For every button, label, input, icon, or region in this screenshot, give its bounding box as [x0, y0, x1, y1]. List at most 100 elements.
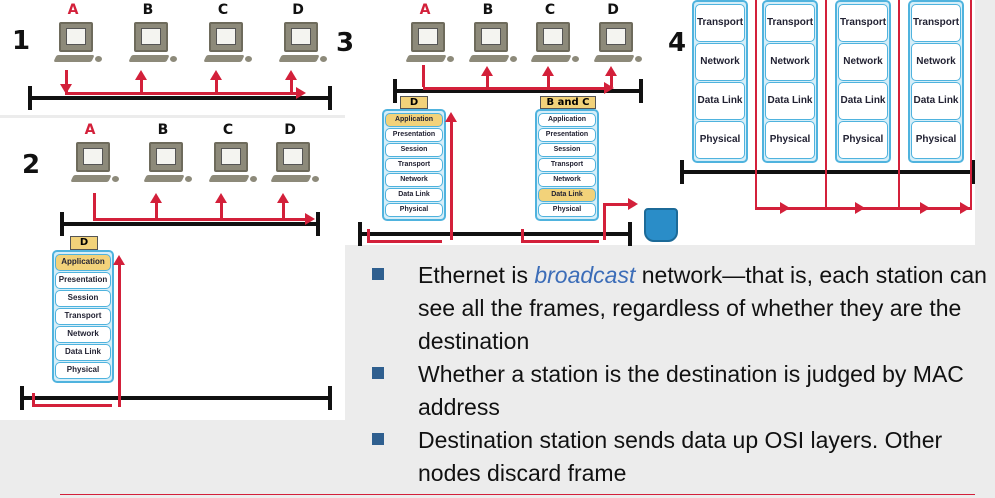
station-label: A	[419, 2, 431, 18]
frame-path	[215, 76, 218, 93]
bullet-text-part: network—that is, each station can see al…	[418, 262, 987, 354]
osi-layer: Physical	[911, 121, 961, 159]
frame-path	[367, 240, 442, 243]
computer-icon	[208, 142, 258, 188]
bullet-icon	[372, 367, 384, 379]
bus-terminator	[393, 79, 397, 103]
station-label: D	[284, 122, 296, 138]
bus-terminator	[328, 86, 332, 110]
frame-path	[521, 240, 599, 243]
frame-path	[486, 72, 489, 87]
osi-layer: Network	[695, 43, 745, 81]
frame-path	[93, 193, 96, 218]
station-label: A	[84, 122, 96, 138]
destination-tag: D	[400, 96, 428, 109]
frame-path	[32, 404, 112, 407]
panel-number: 2	[22, 150, 41, 180]
bus-terminator	[316, 212, 320, 236]
osi-layer: Network	[538, 173, 596, 187]
bus-terminator	[639, 79, 643, 103]
frame-path	[547, 72, 550, 87]
arrow-up-icon	[135, 70, 147, 80]
bullet-text: Destination station sends data up OSI la…	[418, 427, 943, 486]
bus-line	[393, 89, 643, 93]
station-label: C	[222, 122, 234, 138]
bullet-list: Ethernet is broadcast network—that is, e…	[372, 259, 990, 490]
bus-line	[680, 170, 975, 174]
bus-terminator	[60, 212, 64, 236]
bus-terminator	[628, 222, 632, 246]
frame-path	[65, 70, 68, 92]
osi-layer: Network	[55, 326, 111, 343]
computer-icon	[203, 22, 253, 68]
osi-layer: Data Link	[911, 82, 961, 120]
panel-number: 4	[668, 28, 687, 58]
computer-icon	[143, 142, 193, 188]
bus-line	[60, 222, 320, 226]
station-label: D	[607, 2, 619, 18]
osi-layer: Transport	[538, 158, 596, 172]
frame-path	[290, 76, 293, 93]
footer-divider	[60, 494, 975, 495]
osi-layer: Physical	[538, 203, 596, 217]
arrow-right-icon	[780, 202, 790, 214]
bus-line	[20, 396, 332, 400]
osi-layer: Physical	[695, 121, 745, 159]
arrow-up-icon	[481, 66, 493, 76]
arrow-up-icon	[445, 112, 457, 122]
bus-terminator	[680, 160, 684, 184]
osi-layer: Data Link	[695, 82, 745, 120]
bullet-item: Ethernet is broadcast network—that is, e…	[372, 259, 990, 358]
frame-path	[422, 65, 425, 87]
station-label: B	[142, 2, 154, 18]
arrow-up-icon	[150, 193, 162, 203]
bullet-icon	[372, 268, 384, 280]
arrow-up-icon	[605, 66, 617, 76]
frame-path	[282, 200, 285, 218]
frame-path	[118, 262, 121, 407]
bullet-text: Ethernet is broadcast network—that is, e…	[418, 259, 990, 358]
osi-layer: Data Link	[765, 82, 815, 120]
osi-layer: Physical	[838, 121, 888, 159]
panel-number: 3	[336, 28, 355, 58]
station-label: C	[217, 2, 229, 18]
osi-layer: Transport	[695, 4, 745, 42]
trash-bin-icon	[644, 208, 678, 242]
frame-path	[610, 72, 613, 87]
frame-path	[140, 76, 143, 93]
frame-path	[220, 200, 223, 218]
osi-layer: Presentation	[55, 272, 111, 289]
receiver-tag: B and C	[540, 96, 596, 109]
osi-layer: Transport	[838, 4, 888, 42]
bus-terminator	[20, 386, 24, 410]
bullet-item: Whether a station is the destination is …	[372, 358, 990, 424]
arrow-right-icon	[604, 82, 614, 94]
computer-icon	[70, 142, 120, 188]
arrow-right-icon	[855, 202, 865, 214]
osi-layer: Application	[55, 254, 111, 271]
computer-icon	[53, 22, 103, 68]
arrow-up-icon	[210, 70, 222, 80]
bullet-icon	[372, 433, 384, 445]
computer-icon	[468, 22, 518, 68]
osi-layer: Presentation	[385, 128, 443, 142]
osi-layer: Transport	[765, 4, 815, 42]
computer-icon	[270, 142, 320, 188]
station-label: D	[292, 2, 304, 18]
osi-layer: Physical	[765, 121, 815, 159]
frame-path	[603, 203, 631, 206]
osi-layer: Presentation	[538, 128, 596, 142]
osi-layer: Session	[385, 143, 443, 157]
arrow-up-icon	[542, 66, 554, 76]
bus-line	[358, 232, 632, 236]
frame-path	[423, 87, 608, 90]
osi-layer: Network	[385, 173, 443, 187]
frame-path	[755, 0, 757, 210]
osi-layer: Data Link	[838, 82, 888, 120]
arrow-down-icon	[60, 84, 72, 94]
computer-icon	[593, 22, 643, 68]
arrow-right-icon	[920, 202, 930, 214]
